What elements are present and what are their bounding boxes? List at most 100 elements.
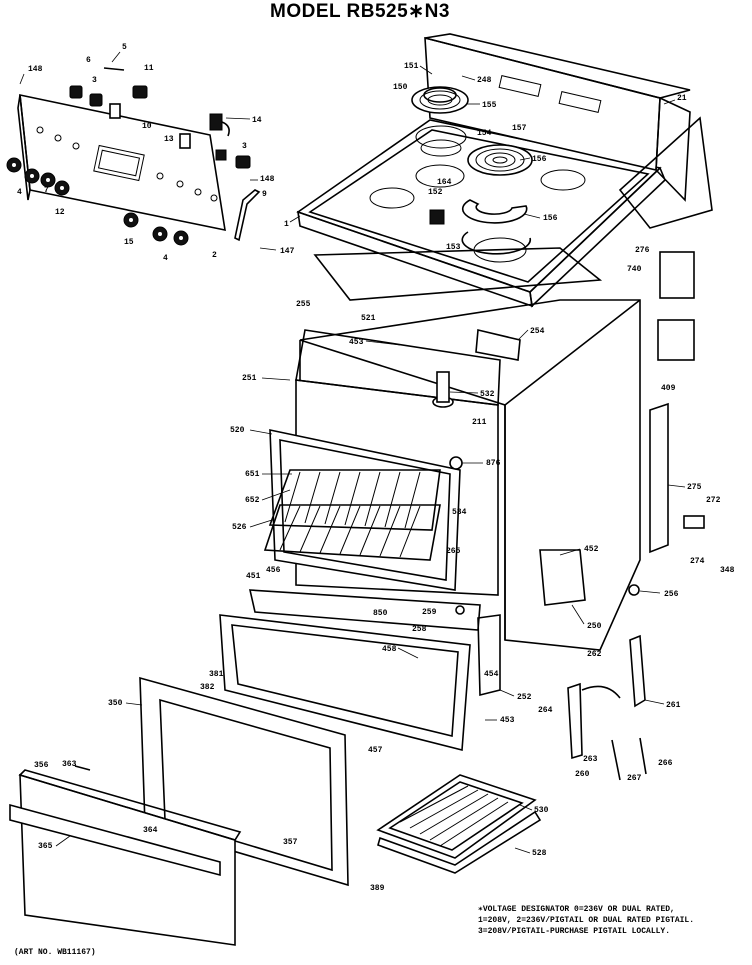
oven-door xyxy=(9,676,349,946)
surface-units xyxy=(411,86,533,255)
drawer-front xyxy=(219,589,481,752)
callout-850: 850 xyxy=(373,609,388,618)
callout-148: 148 xyxy=(260,175,275,184)
callout-382: 382 xyxy=(200,683,215,692)
callout-254: 254 xyxy=(530,327,545,336)
callout-534: 534 xyxy=(452,508,467,517)
callout-147: 147 xyxy=(280,247,295,256)
callout-451: 451 xyxy=(246,572,261,581)
callout-150: 150 xyxy=(393,83,408,92)
oven-racks xyxy=(263,469,441,561)
callout-9: 9 xyxy=(262,190,267,199)
callout-4: 4 xyxy=(163,254,168,263)
callout-381: 381 xyxy=(209,670,224,679)
callout-14: 14 xyxy=(252,116,262,125)
callout-259: 259 xyxy=(422,608,437,617)
callout-164: 164 xyxy=(437,178,452,187)
callout-264: 264 xyxy=(538,706,553,715)
callout-456: 456 xyxy=(266,566,281,575)
callout-156: 156 xyxy=(532,155,547,164)
callout-6: 6 xyxy=(86,56,91,65)
callout-526: 526 xyxy=(232,523,247,532)
callout-458: 458 xyxy=(382,645,397,654)
callout-1: 1 xyxy=(284,220,289,229)
callout-272: 272 xyxy=(706,496,721,505)
callout-348: 348 xyxy=(720,566,735,575)
switches xyxy=(69,67,261,242)
callout-530: 530 xyxy=(534,806,549,815)
callout-151: 151 xyxy=(404,62,419,71)
footnote-line: 1=208V, 2=236V/PIGTAIL OR DUAL RATED PIG… xyxy=(478,916,695,925)
callout-528: 528 xyxy=(532,849,547,858)
page-title: MODEL RB525∗N3 xyxy=(270,1,450,22)
callout-152: 152 xyxy=(428,188,443,197)
callout-7: 7 xyxy=(44,186,49,195)
callout-248: 248 xyxy=(477,76,492,85)
callout-389: 389 xyxy=(370,884,385,893)
callout-258: 258 xyxy=(412,625,427,634)
callout-876: 876 xyxy=(486,459,501,468)
callout-266: 266 xyxy=(658,759,673,768)
callout-211: 211 xyxy=(472,418,487,427)
callout-263: 263 xyxy=(583,755,598,764)
hinges-and-brackets xyxy=(449,251,705,781)
rear-panel xyxy=(618,116,713,229)
callout-3: 3 xyxy=(92,76,97,85)
callout-267: 267 xyxy=(627,774,642,783)
callout-532: 532 xyxy=(480,390,495,399)
art-number: (ART NO. WB11167) xyxy=(14,948,96,957)
callout-148: 148 xyxy=(28,65,43,74)
callout-11: 11 xyxy=(144,64,154,73)
control-knobs xyxy=(6,157,189,246)
callout-12: 12 xyxy=(55,208,65,217)
callout-453: 453 xyxy=(349,338,364,347)
callout-10: 10 xyxy=(142,122,152,131)
callout-21: 21 xyxy=(677,94,687,103)
callout-350: 350 xyxy=(108,699,123,708)
callout-357: 357 xyxy=(283,838,298,847)
callout-15: 15 xyxy=(124,238,134,247)
callout-153: 153 xyxy=(446,243,461,252)
callout-256: 256 xyxy=(664,590,679,599)
callout-155: 155 xyxy=(482,101,497,110)
callout-740: 740 xyxy=(627,265,642,274)
callout-454: 454 xyxy=(484,670,499,679)
callout-457: 457 xyxy=(368,746,383,755)
callout-157: 157 xyxy=(512,124,527,133)
callout-154: 154 xyxy=(477,129,492,138)
callout-3: 3 xyxy=(242,142,247,151)
callout-260: 260 xyxy=(575,770,590,779)
callout-365: 365 xyxy=(38,842,53,851)
callout-156: 156 xyxy=(543,214,558,223)
leader-lines xyxy=(19,51,686,854)
callout-453: 453 xyxy=(500,716,515,725)
callout-452: 452 xyxy=(584,545,599,554)
callout-274: 274 xyxy=(690,557,705,566)
callout-265: 265 xyxy=(446,547,461,556)
callout-13: 13 xyxy=(164,135,174,144)
callout-250: 250 xyxy=(587,622,602,631)
callout-363: 363 xyxy=(62,760,77,769)
callout-276: 276 xyxy=(635,246,650,255)
broiler-pan xyxy=(376,774,542,874)
callout-252: 252 xyxy=(517,693,532,702)
callout-4: 4 xyxy=(17,188,22,197)
callout-364: 364 xyxy=(143,826,158,835)
callout-labels: 148 5 6 3 11 10 14 13 3 148 9 4 7 12 15 … xyxy=(17,43,735,893)
callout-651: 651 xyxy=(245,470,260,479)
callout-521: 521 xyxy=(361,314,376,323)
callout-261: 261 xyxy=(666,701,681,710)
cooktop xyxy=(296,119,666,308)
callout-356: 356 xyxy=(34,761,49,770)
footnote-line: ∗VOLTAGE DESIGNATOR 0=236V OR DUAL RATED… xyxy=(478,905,675,914)
voltage-designator-note: ∗VOLTAGE DESIGNATOR 0=236V OR DUAL RATED… xyxy=(478,904,748,937)
callout-652: 652 xyxy=(245,496,260,505)
callout-251: 251 xyxy=(242,374,257,383)
callout-255: 255 xyxy=(296,300,311,309)
callout-2: 2 xyxy=(212,251,217,260)
callout-520: 520 xyxy=(230,426,245,435)
control-panel xyxy=(17,93,226,232)
callout-262: 262 xyxy=(587,650,602,659)
footnote-line: 3=208V/PIGTAIL-PURCHASE PIGTAIL LOCALLY. xyxy=(478,927,671,936)
